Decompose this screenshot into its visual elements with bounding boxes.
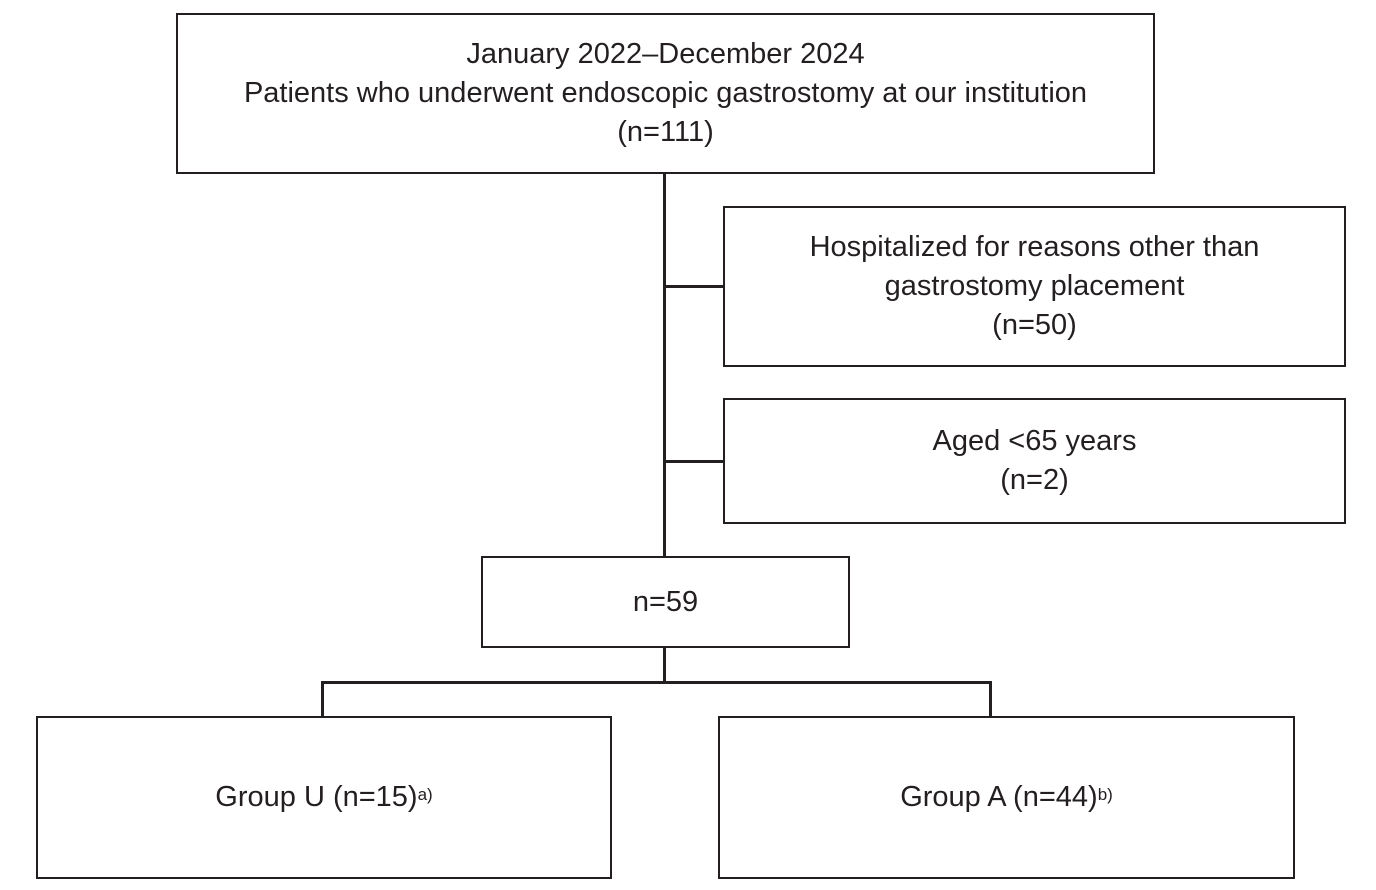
exclusion-2-line-1: Aged <65 years <box>932 425 1137 457</box>
group-u-label: Group U (n=15) <box>215 781 418 813</box>
exclusion-other-reasons-box: Hospitalized for reasons other than gast… <box>723 206 1346 367</box>
total-description: Patients who underwent endoscopic gastro… <box>243 77 1088 109</box>
exclusion-1-branch-line <box>663 285 724 288</box>
included-count: n=59 <box>632 585 699 618</box>
group-a-connector-line <box>989 681 992 717</box>
group-a-label: Group A (n=44) <box>900 781 1098 813</box>
group-a-box: Group A (n=44)b) <box>718 716 1295 879</box>
study-period: January 2022–December 2024 <box>466 38 865 70</box>
group-u-connector-line <box>321 681 324 717</box>
group-u-box: Group U (n=15)a) <box>36 716 612 879</box>
exclusion-1-line-1: Hospitalized for reasons other than <box>809 231 1260 263</box>
group-a-text: Group A (n=44)b) <box>900 778 1113 817</box>
exclusion-1-line-2: gastrostomy placement <box>884 270 1185 302</box>
exclusion-1-count: (n=50) <box>992 309 1077 341</box>
group-u-footnote: a) <box>417 785 433 804</box>
group-u-text: Group U (n=15)a) <box>215 778 432 817</box>
exclusion-2-count: (n=2) <box>1000 464 1069 496</box>
total-count: (n=111) <box>617 116 714 148</box>
exclusion-age-box: Aged <65 years (n=2) <box>723 398 1346 524</box>
group-split-line <box>321 681 992 684</box>
included-patients-box: n=59 <box>481 556 850 648</box>
exclusion-2-branch-line <box>663 460 724 463</box>
main-connector-line <box>663 174 666 557</box>
group-a-footnote: b) <box>1097 785 1113 804</box>
included-down-line <box>663 648 666 684</box>
total-patients-box: January 2022–December 2024 Patients who … <box>176 13 1155 174</box>
